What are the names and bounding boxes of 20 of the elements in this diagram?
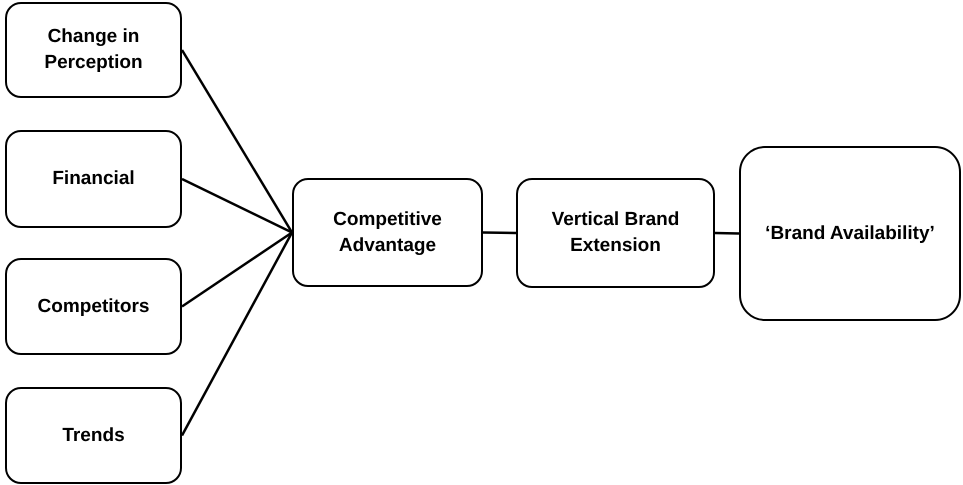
- connector-line: [181, 231, 293, 308]
- box-label: Competitive Advantage: [332, 208, 443, 258]
- box-label: Change in Perception: [43, 25, 144, 75]
- box-label: Trends: [61, 424, 126, 448]
- connector-line: [181, 178, 293, 234]
- process-box: [5, 130, 182, 228]
- connector-line: [714, 232, 740, 235]
- box-label: Financial: [51, 167, 136, 192]
- process-box: [5, 258, 182, 355]
- process-box: [292, 178, 483, 287]
- process-box: [5, 387, 182, 484]
- connector-line: [180, 49, 294, 234]
- box-label: Competitors: [36, 294, 150, 319]
- connector-line: [482, 231, 516, 234]
- box-label: ‘Brand Availability’: [764, 222, 936, 246]
- process-box: [516, 178, 715, 288]
- process-box: [5, 2, 182, 98]
- connector-line: [180, 232, 294, 436]
- box-label: Vertical Brand Extension: [550, 208, 680, 258]
- process-box: [739, 146, 961, 321]
